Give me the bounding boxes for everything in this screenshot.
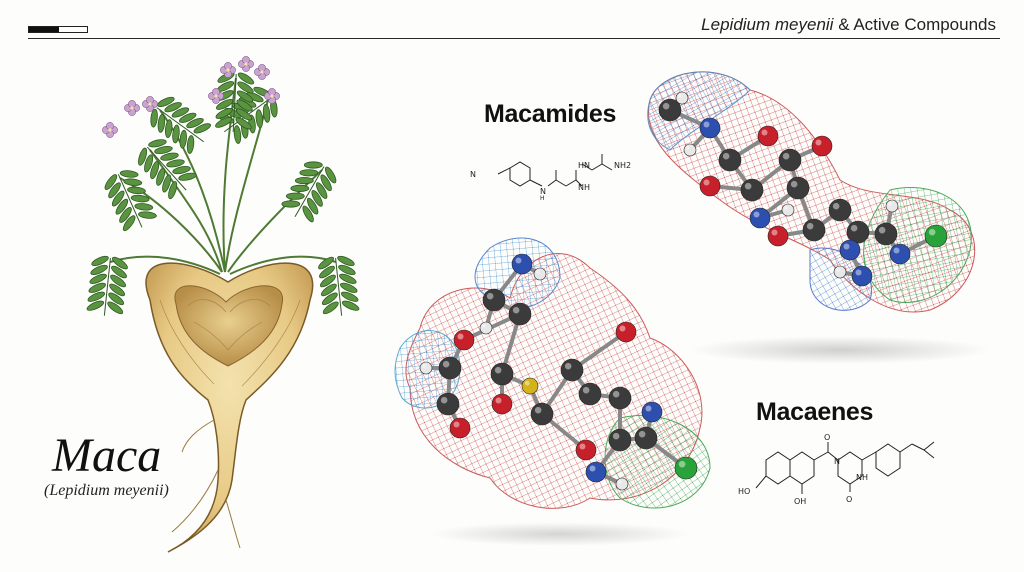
oxygen-atom bbox=[767, 225, 789, 247]
oxygen-atom bbox=[811, 135, 833, 157]
oxygen-atom bbox=[575, 439, 597, 461]
macamides-hn: HN bbox=[578, 161, 590, 170]
carbon-atom bbox=[778, 148, 802, 172]
flower-blossom bbox=[124, 100, 140, 116]
maca-plant-illustration bbox=[86, 56, 360, 553]
hydrogen-atom bbox=[781, 203, 795, 217]
macamides-n-methyl: N bbox=[470, 170, 476, 179]
oxygen-atom bbox=[453, 329, 475, 351]
nitrogen-atom bbox=[699, 117, 721, 139]
carbon-atom bbox=[846, 220, 870, 244]
carbon-atom bbox=[828, 198, 852, 222]
carbon-atom bbox=[874, 222, 898, 246]
chlorine-atom bbox=[674, 456, 698, 480]
carbon-atom bbox=[482, 288, 506, 312]
leaf-frond bbox=[281, 161, 337, 223]
hydrogen-atom bbox=[683, 143, 697, 157]
macamides-structure: N N H HN NH NH2 bbox=[470, 154, 631, 200]
hydrogen-atom bbox=[533, 267, 547, 281]
macamides-nh2: NH2 bbox=[614, 161, 631, 170]
chlorine-atom bbox=[924, 224, 948, 248]
header-divider bbox=[28, 38, 1000, 39]
scale-bar bbox=[28, 26, 88, 33]
sulfur-atom bbox=[521, 377, 539, 395]
leaf-frond bbox=[104, 170, 157, 232]
title-subtitle: & Active Compounds bbox=[833, 15, 996, 34]
nitrogen-atom bbox=[851, 265, 873, 287]
hydrogen-atom bbox=[479, 321, 493, 335]
carbon-atom bbox=[560, 358, 584, 382]
flower-blossom bbox=[264, 88, 280, 104]
macaenes-ring-o: O bbox=[846, 495, 852, 504]
plant-scientific-name: (Lepidium meyenii) bbox=[44, 482, 169, 499]
page-title: Lepidium meyenii & Active Compounds bbox=[701, 15, 996, 35]
oxygen-atom bbox=[615, 321, 637, 343]
title-scientific-name: Lepidium meyenii bbox=[701, 15, 834, 34]
carbon-atom bbox=[578, 382, 602, 406]
hydrogen-atom bbox=[833, 265, 847, 279]
oxygen-atom bbox=[699, 175, 721, 197]
hydrogen-atom bbox=[615, 477, 629, 491]
macamides-amide-h: H bbox=[540, 195, 545, 200]
macamides-nh: NH bbox=[578, 183, 590, 192]
plant-leaves bbox=[86, 72, 360, 316]
carbon-atom bbox=[802, 218, 826, 242]
carbon-atom bbox=[718, 148, 742, 172]
maca-root bbox=[145, 262, 314, 553]
hydrogen-atom bbox=[675, 91, 689, 105]
nitrogen-atom bbox=[511, 253, 533, 275]
carbon-atom bbox=[530, 402, 554, 426]
carbon-atom bbox=[634, 426, 658, 450]
macaenes-ho: HO bbox=[738, 487, 750, 496]
carbon-atom bbox=[608, 428, 632, 452]
leaf-frond bbox=[150, 96, 212, 154]
carbon-atom bbox=[436, 392, 460, 416]
macaenes-carbonyl-o: O bbox=[824, 433, 830, 442]
macaenes-oh: OH bbox=[794, 497, 806, 506]
macaenes-structure: HO OH O N NH O bbox=[738, 433, 935, 506]
molecule-lower-atoms bbox=[419, 253, 698, 491]
flower-blossom bbox=[254, 64, 270, 80]
carbon-atom bbox=[658, 98, 682, 122]
nitrogen-atom bbox=[889, 243, 911, 265]
macaenes-ring-n: N bbox=[834, 457, 840, 466]
carbon-atom bbox=[608, 386, 632, 410]
flower-blossom bbox=[220, 62, 236, 78]
nitrogen-atom bbox=[839, 239, 861, 261]
oxygen-atom bbox=[449, 417, 471, 439]
nitrogen-atom bbox=[749, 207, 771, 229]
molecule-model-upper bbox=[647, 71, 990, 364]
macaenes-ring-nh: NH bbox=[856, 473, 868, 482]
leaf-frond bbox=[86, 255, 128, 316]
hydrogen-atom bbox=[885, 199, 899, 213]
nitrogen-atom bbox=[585, 461, 607, 483]
flower-blossom bbox=[142, 96, 158, 112]
molecule-upper-atoms bbox=[658, 91, 948, 287]
nitrogen-atom bbox=[641, 401, 663, 423]
flower-blossom bbox=[102, 122, 118, 138]
leaf-frond bbox=[138, 139, 197, 200]
oxygen-atom bbox=[757, 125, 779, 147]
leaf-frond bbox=[318, 255, 360, 316]
macamides-label: Macamides bbox=[484, 100, 617, 128]
macamides-amide-n: N bbox=[540, 187, 546, 196]
macaenes-label: Macaenes bbox=[756, 398, 874, 426]
carbon-atom bbox=[438, 356, 462, 380]
flower-blossom bbox=[208, 88, 224, 104]
carbon-atom bbox=[740, 178, 764, 202]
plant-flowers bbox=[102, 56, 280, 138]
leaf-frond bbox=[215, 72, 255, 132]
carbon-atom bbox=[490, 362, 514, 386]
molecule-model-lower bbox=[394, 237, 711, 546]
hydrogen-atom bbox=[419, 361, 433, 375]
plant-common-name: Maca bbox=[52, 429, 162, 482]
oxygen-atom bbox=[491, 393, 513, 415]
flower-blossom bbox=[238, 56, 254, 72]
carbon-atom bbox=[508, 302, 532, 326]
carbon-atom bbox=[786, 176, 810, 200]
